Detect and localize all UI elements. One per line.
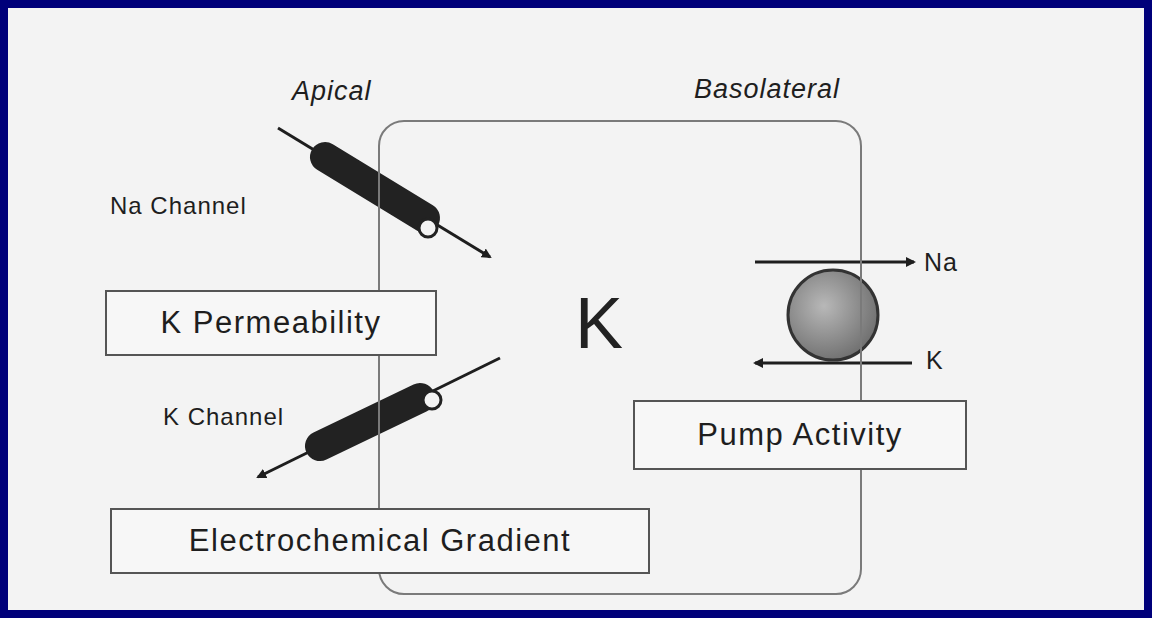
factor-box: Pump Activity xyxy=(633,400,967,470)
ion-label: K xyxy=(926,346,944,375)
side-label: Apical xyxy=(292,76,372,107)
na-channel-symbol xyxy=(278,128,490,257)
na-k-pump-symbol xyxy=(755,262,914,363)
factor-box: Electrochemical Gradient xyxy=(110,508,650,574)
channel-label: K Channel xyxy=(163,403,284,431)
box-text: Electrochemical Gradient xyxy=(189,523,571,559)
side-label: Basolateral xyxy=(694,74,840,105)
ion-symbol: K xyxy=(575,287,623,359)
factor-box: K Permeability xyxy=(105,290,437,356)
box-text: K Permeability xyxy=(161,305,382,341)
ion-label: Na xyxy=(924,248,958,277)
box-text: Pump Activity xyxy=(697,417,903,453)
channel-label: Na Channel xyxy=(110,192,247,220)
